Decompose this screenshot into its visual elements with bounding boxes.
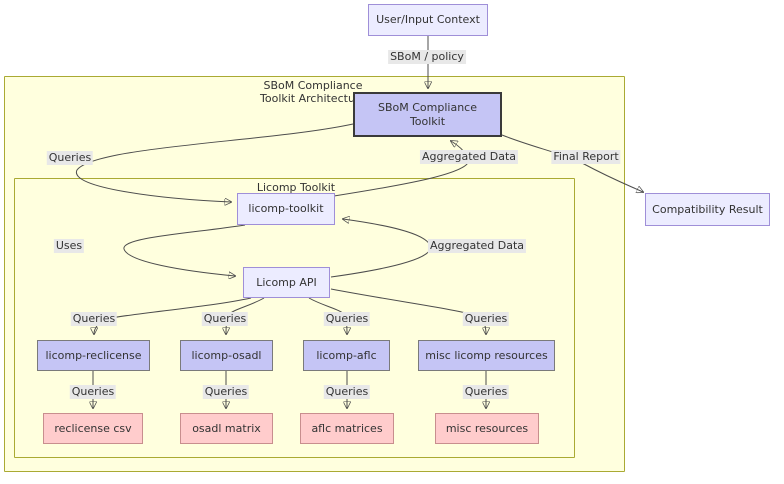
edge-label-sbom-policy: SBoM / policy bbox=[388, 50, 466, 64]
node-licomp-toolkit: licomp-toolkit bbox=[237, 193, 335, 225]
node-licomp-reclicense: licomp-reclicense bbox=[37, 340, 150, 371]
edge-label-queries-src-2: Queries bbox=[202, 385, 250, 399]
edge-label-final-report: Final Report bbox=[551, 150, 621, 164]
edge-label-uses: Uses bbox=[53, 239, 85, 253]
edge-label-queries-src-4: Queries bbox=[462, 385, 510, 399]
edge-label-queries-src-3: Queries bbox=[323, 385, 371, 399]
node-aflc-matrices: aflc matrices bbox=[300, 413, 394, 444]
edge-licomp-toolkit-to-api bbox=[123, 224, 246, 276]
node-licomp-api: Licomp API bbox=[243, 267, 330, 298]
edge-label-queries-api-2: Queries bbox=[201, 312, 249, 326]
node-user-input-context: User/Input Context bbox=[368, 4, 488, 36]
node-osadl-matrix: osadl matrix bbox=[180, 413, 273, 444]
node-licomp-osadl: licomp-osadl bbox=[180, 340, 273, 371]
edge-label-aggregated-data-main: Aggregated Data bbox=[419, 150, 519, 164]
node-sbom-compliance-toolkit: SBoM Compliance Toolkit bbox=[353, 92, 502, 137]
node-reclicense-csv: reclicense csv bbox=[43, 413, 143, 444]
edge-label-aggregated-data-inner: Aggregated Data bbox=[427, 239, 527, 253]
edge-label-queries-api-3: Queries bbox=[323, 312, 371, 326]
edge-label-queries-src-1: Queries bbox=[69, 385, 117, 399]
edge-label-queries-sbom: Queries bbox=[46, 151, 94, 165]
cluster-title-licomp-toolkit: Licomp Toolkit bbox=[256, 181, 336, 194]
node-misc-licomp-resources: misc licomp resources bbox=[418, 340, 555, 371]
edge-sbom-to-licomp-toolkit bbox=[76, 123, 354, 202]
edge-label-queries-api-4: Queries bbox=[462, 312, 510, 326]
edge-label-queries-api-1: Queries bbox=[70, 312, 118, 326]
cluster-title-sbom-architecture: SBoM Compliance Toolkit Architecture bbox=[260, 79, 366, 105]
edge-api-to-licomp-toolkit bbox=[330, 219, 432, 278]
node-licomp-aflc: licomp-aflc bbox=[303, 340, 390, 371]
node-compatibility-result: Compatibility Result bbox=[645, 193, 770, 226]
node-misc-resources: misc resources bbox=[435, 413, 539, 444]
edge-api-to-reclicense bbox=[94, 297, 252, 334]
